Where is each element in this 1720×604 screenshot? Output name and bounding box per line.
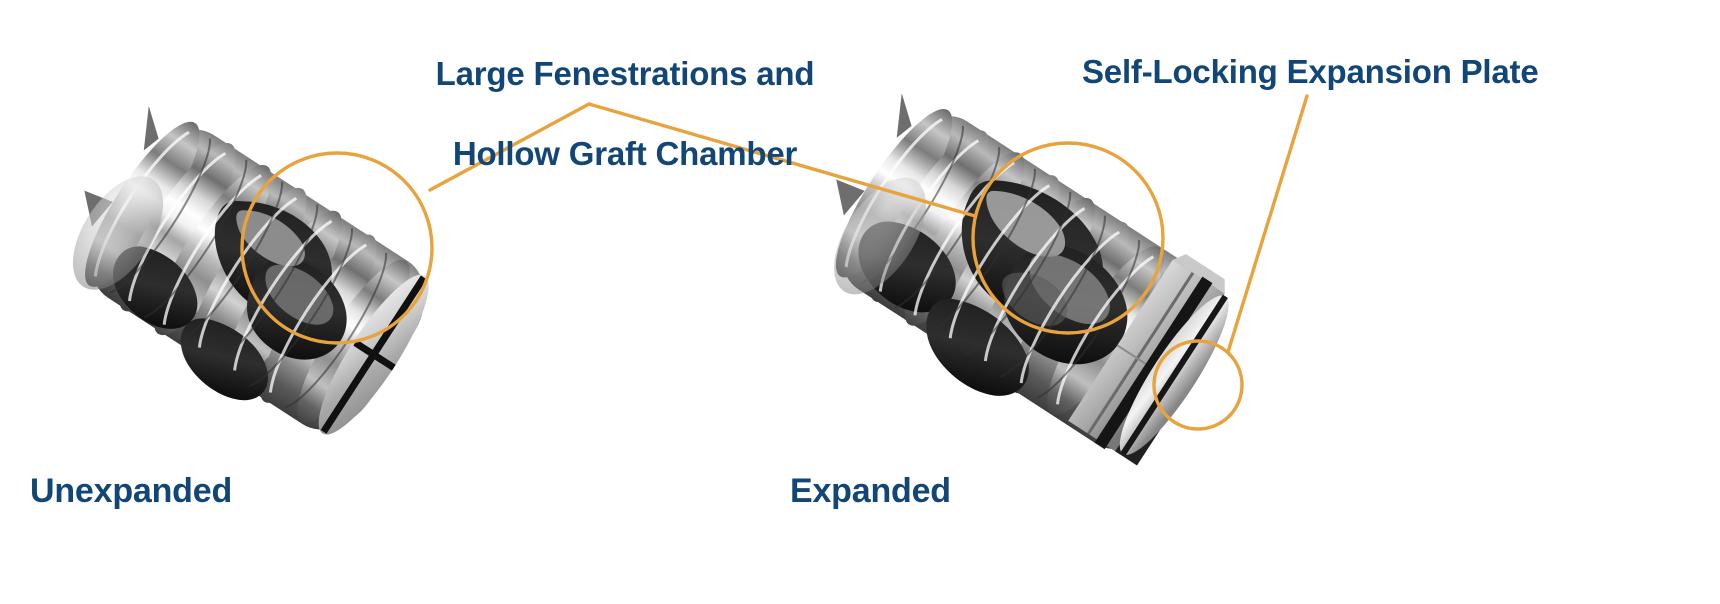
callout-label-fenestrations-line2: Hollow Graft Chamber xyxy=(452,135,798,172)
leader-line-fenestration-left xyxy=(428,102,591,192)
callout-label-expansion-plate: Self-Locking Expansion Plate xyxy=(1082,53,1539,90)
highlight-circle-expanded-fenestration xyxy=(971,141,1165,335)
unexpanded-implant xyxy=(72,106,429,435)
highlight-circle-expansion-plate xyxy=(1152,339,1244,431)
highlight-circle-unexpanded-fenestration xyxy=(240,151,434,345)
leader-line-fenestration-right xyxy=(587,102,977,218)
callout-label-fenestrations-line1: Large Fenestrations and xyxy=(435,55,815,92)
state-label-expanded: Expanded xyxy=(790,472,951,510)
expanded-implant xyxy=(834,93,1229,466)
state-label-unexpanded: Unexpanded xyxy=(30,472,233,510)
leader-line-expansion-plate xyxy=(1226,94,1309,354)
self-locking-expansion-plate xyxy=(1068,254,1229,466)
callout-label-fenestrations: Large Fenestrations and Hollow Graft Cha… xyxy=(432,14,818,214)
